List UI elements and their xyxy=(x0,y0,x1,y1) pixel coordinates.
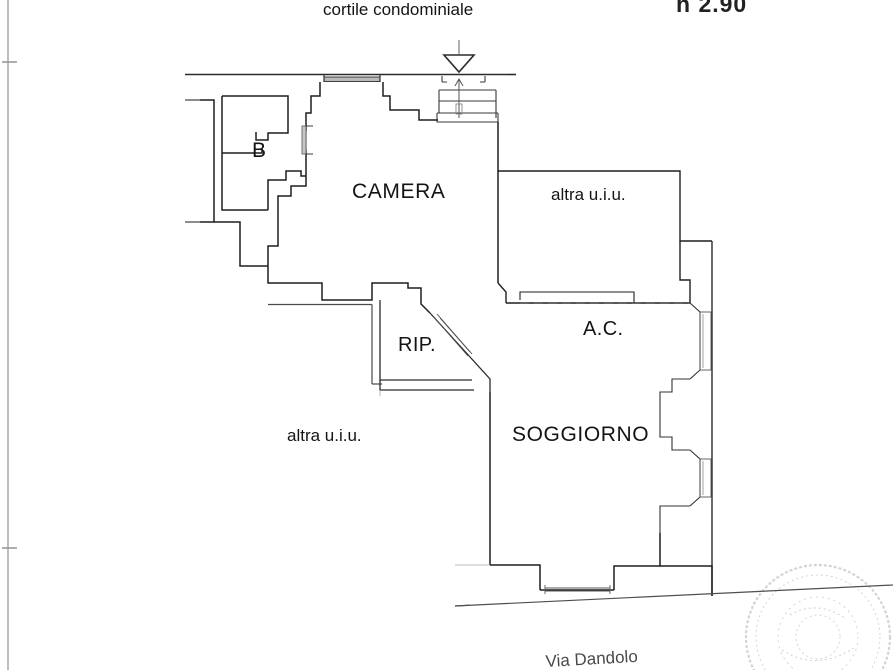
corridor-wall xyxy=(268,303,382,385)
ac-area-walls xyxy=(497,282,690,304)
soggiorno-right-windows xyxy=(659,302,712,533)
courtyard-label: cortile condominiale xyxy=(323,0,474,19)
room-label-rip: RIP. xyxy=(398,334,436,356)
door-rip-diagonal xyxy=(432,313,473,357)
entrance-arrow-icon xyxy=(442,40,476,74)
street-boundary-line xyxy=(454,584,893,607)
margin-ruler xyxy=(2,0,17,670)
street-label: Via Dandolo xyxy=(545,646,639,670)
official-seal-stamp xyxy=(744,563,892,670)
soggiorno-walls xyxy=(489,392,713,596)
bathroom-b-walls xyxy=(185,95,306,267)
room-label-bathroom: B xyxy=(252,139,267,162)
ceiling-height-note: h 2.90 xyxy=(676,0,748,17)
neighbour-label-right: altra u.i.u. xyxy=(551,185,626,204)
room-label-camera: CAMERA xyxy=(352,180,446,203)
window-top-wall xyxy=(323,74,381,82)
faint-construction-lines xyxy=(185,99,490,566)
room-label-ac: A.C. xyxy=(583,318,624,340)
neighbour-label-left: altra u.i.u. xyxy=(287,426,362,445)
room-label-soggiorno: SOGGIORNO xyxy=(512,423,650,446)
right-unit-boundary xyxy=(498,170,712,303)
entrance-stairs xyxy=(436,76,499,123)
sidewalk-hatch xyxy=(544,585,611,594)
door-camera xyxy=(301,125,313,155)
camera-room-walls xyxy=(267,82,499,314)
